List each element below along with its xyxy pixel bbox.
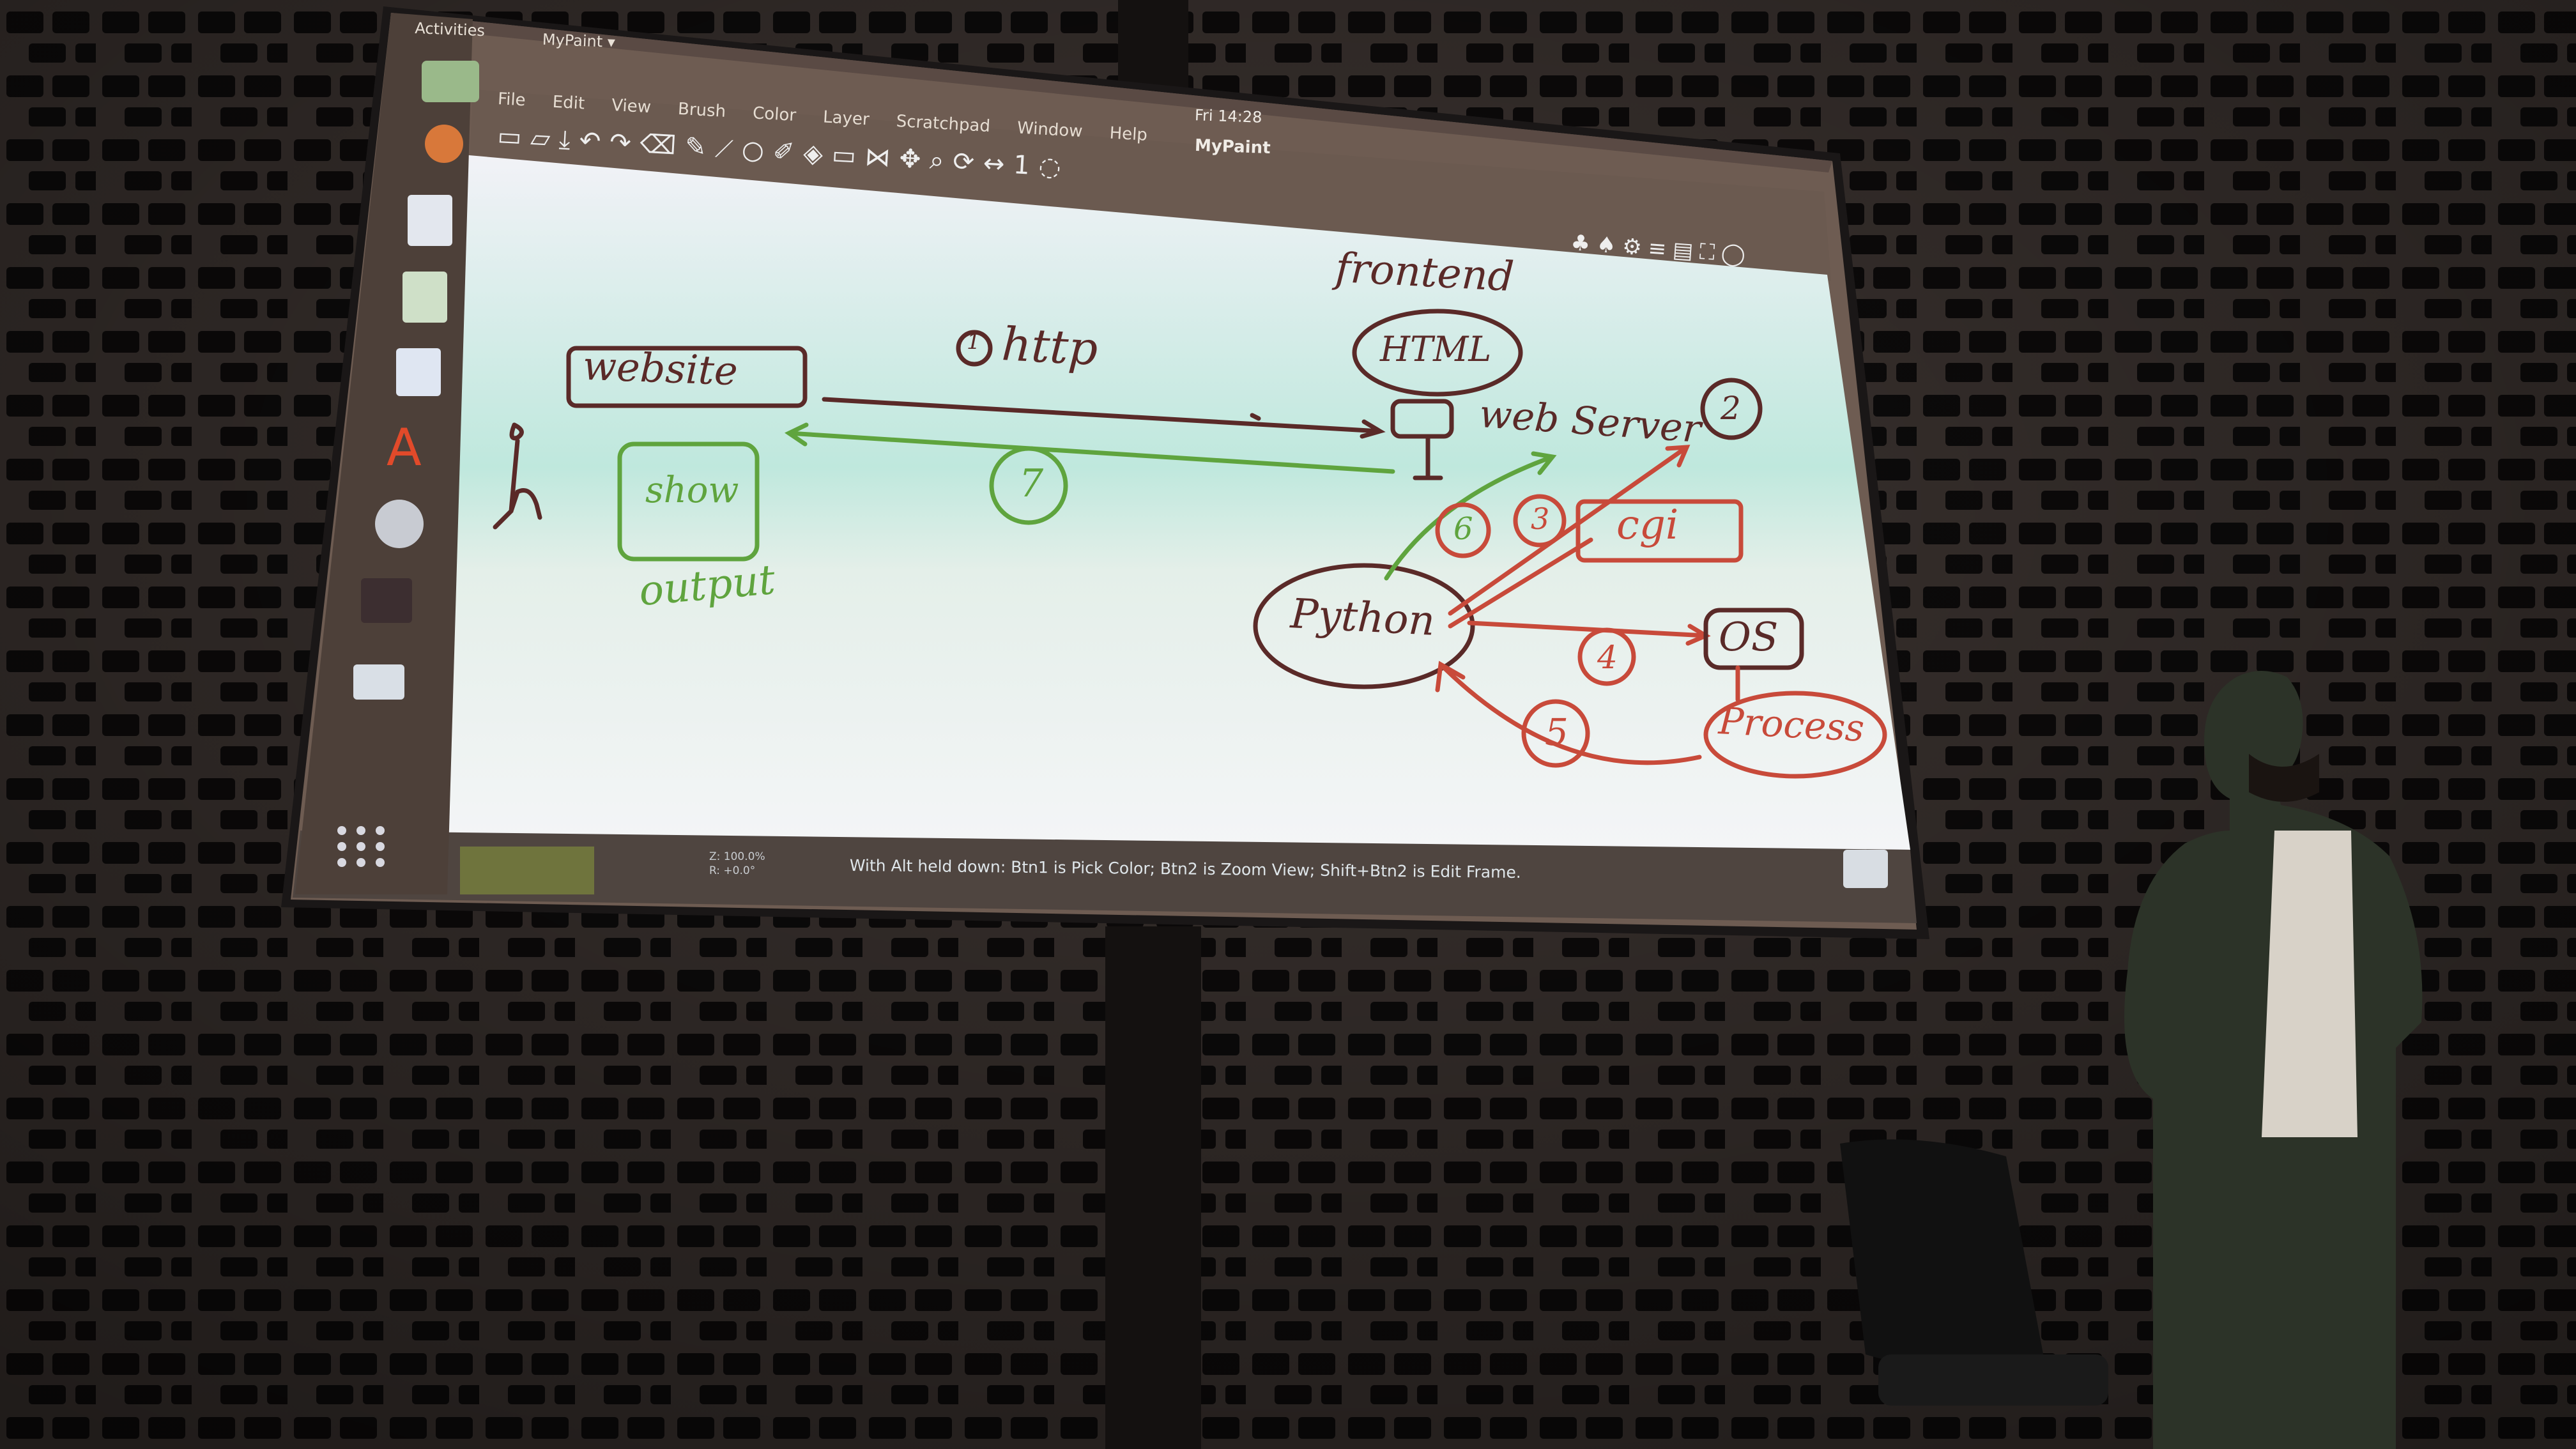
brick-wall-background <box>0 0 2576 1449</box>
